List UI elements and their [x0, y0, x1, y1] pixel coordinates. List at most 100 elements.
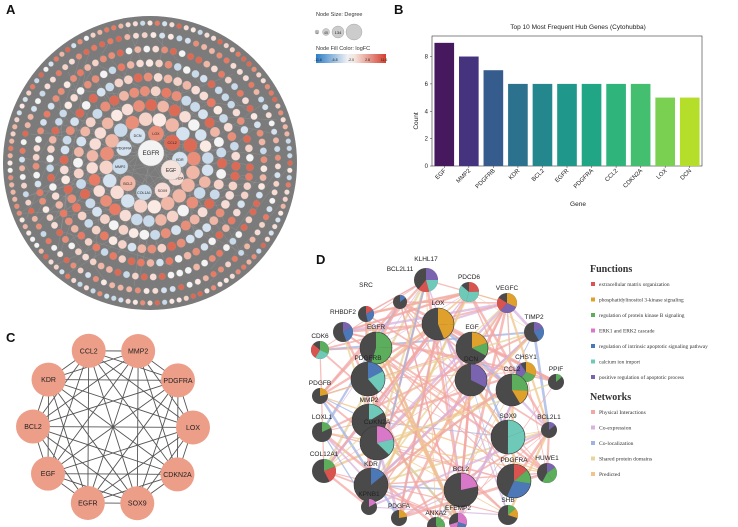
network-node — [119, 175, 136, 192]
network-node — [118, 23, 124, 29]
bar-dcn — [679, 97, 700, 166]
gm-node-function-slice — [459, 285, 469, 302]
network-node — [272, 223, 278, 230]
gm-edge — [319, 347, 473, 397]
network-node — [125, 115, 140, 130]
network-node — [187, 52, 195, 60]
network-edge — [55, 188, 228, 266]
network-node — [268, 230, 274, 236]
network-node — [133, 100, 145, 112]
gm-node-label: KDR — [364, 461, 378, 468]
gm-node-label: CDK6 — [311, 333, 329, 340]
gm-node-label: RHBDF2 — [330, 309, 356, 316]
network-node — [173, 63, 182, 71]
function-swatch — [591, 313, 595, 317]
gm-edge — [319, 330, 535, 352]
network-node — [71, 203, 81, 213]
network-node — [126, 60, 135, 69]
network-node — [109, 282, 116, 289]
network-node — [201, 152, 214, 164]
network-node — [273, 180, 280, 187]
network-node — [73, 168, 84, 179]
network-node — [149, 273, 157, 281]
network-node — [271, 189, 278, 196]
gm-edge — [341, 331, 438, 527]
network-node — [260, 156, 268, 164]
gm-node-label: HUWE1 — [535, 455, 559, 462]
network-edge — [63, 103, 218, 248]
network-node — [85, 117, 96, 128]
gm-node-label: LOX — [431, 300, 445, 307]
network-node — [222, 244, 230, 252]
network-node — [42, 206, 50, 214]
network-node — [34, 78, 40, 84]
network-node — [94, 127, 107, 139]
network-node — [274, 172, 281, 179]
network-node — [34, 97, 42, 105]
network-node — [190, 27, 196, 33]
network-node — [113, 123, 128, 138]
network-node — [74, 248, 82, 256]
function-label: calcium ion import — [599, 360, 641, 366]
hub-node-label: SOX9 — [128, 501, 147, 508]
gm-node-efemp2: EFEMP2 — [445, 505, 471, 527]
gm-node-function-slice — [426, 268, 438, 281]
gm-node-function-slice — [556, 374, 562, 382]
network-node — [14, 117, 20, 123]
network-node — [85, 198, 96, 209]
gm-node-label: PDGFB — [309, 380, 331, 387]
gm-node-function-slice — [472, 332, 488, 348]
network-node — [253, 88, 260, 96]
network-node — [246, 104, 254, 112]
network-node — [88, 93, 98, 103]
network-node — [14, 203, 20, 209]
network-node — [236, 89, 244, 97]
network-node — [197, 29, 203, 35]
network-node — [83, 35, 90, 41]
gm-node-function-slice — [320, 388, 328, 396]
network-node — [105, 82, 115, 92]
network-label: Co-expression — [599, 426, 632, 432]
network-node — [124, 33, 131, 41]
network-node — [120, 194, 135, 208]
hub-edge — [87, 427, 194, 504]
network-node — [199, 74, 208, 83]
bar-egfr — [557, 83, 577, 166]
network-node — [139, 20, 146, 26]
network-node — [100, 101, 111, 112]
network-node — [20, 139, 27, 146]
network-swatch — [591, 472, 595, 476]
network-node — [46, 154, 54, 163]
network-node — [92, 243, 101, 252]
network-edge — [210, 179, 257, 252]
network-node — [123, 75, 133, 85]
network-node — [48, 135, 57, 144]
network-node — [235, 51, 241, 57]
networks-title: Networks — [590, 392, 631, 403]
network-node — [199, 91, 209, 101]
network-swatch — [591, 456, 595, 461]
gm-node-label: EGF — [465, 324, 478, 331]
gm-edge — [368, 279, 427, 508]
hub-edge — [88, 350, 138, 504]
gm-node-label: PPIF — [549, 366, 563, 373]
network-node — [287, 160, 293, 166]
network-node — [253, 121, 261, 129]
network-node — [59, 269, 65, 275]
hub-edge — [88, 350, 178, 475]
network-node — [258, 138, 266, 146]
network-node — [147, 20, 153, 26]
panel-label-c: C — [6, 330, 16, 345]
network-node — [230, 171, 240, 181]
network-node — [51, 126, 60, 135]
network-node — [139, 229, 150, 240]
network-node — [169, 285, 176, 293]
network-node — [39, 118, 47, 126]
network-node — [152, 45, 160, 53]
network-node — [37, 127, 45, 135]
gm-node-function-slice — [461, 473, 478, 490]
network-node — [96, 87, 106, 97]
network-node — [115, 35, 122, 42]
hub-edge — [32, 350, 139, 427]
x-tick-label: PDGFRB — [475, 168, 497, 190]
